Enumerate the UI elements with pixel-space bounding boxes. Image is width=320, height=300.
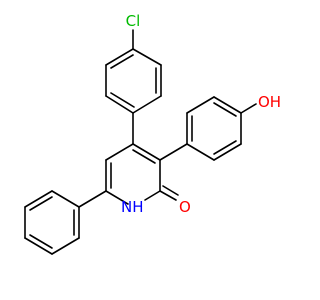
bond: [159, 190, 177, 201]
bond: [105, 95, 134, 114]
bond: [24, 237, 53, 255]
bond: [78, 190, 107, 208]
bond: [132, 149, 156, 164]
bond: [105, 190, 129, 205]
bond: [29, 196, 53, 211]
atom-labels: Cl OH O NH: [121, 12, 281, 216]
bond: [105, 143, 134, 161]
bond: [162, 185, 179, 196]
bond: [213, 140, 237, 155]
hydroxyl-label: OH: [258, 93, 281, 111]
ring-nitrogen-label: NH: [121, 198, 144, 216]
bond: [105, 48, 134, 66]
bond: [240, 103, 257, 114]
bond: [213, 96, 242, 114]
bond: [213, 102, 237, 117]
bond: [159, 143, 188, 161]
bond: [132, 143, 161, 161]
bond: [132, 95, 162, 114]
bond: [29, 234, 53, 249]
bond: [110, 54, 134, 69]
bonds: [24, 29, 257, 255]
carbonyl-oxygen-label: O: [179, 198, 191, 216]
molecule-structure: Cl OH O NH: [24, 12, 281, 255]
bond: [110, 92, 135, 108]
bond: [51, 237, 80, 255]
bond: [24, 190, 53, 208]
bond: [186, 143, 215, 161]
bond: [213, 143, 242, 161]
bond: [144, 190, 161, 201]
bond: [186, 96, 215, 114]
bond: [132, 48, 162, 66]
chlorine-label: Cl: [126, 12, 141, 30]
bond: [51, 190, 80, 208]
structure-drawing: Cl OH O NH: [24, 12, 281, 255]
